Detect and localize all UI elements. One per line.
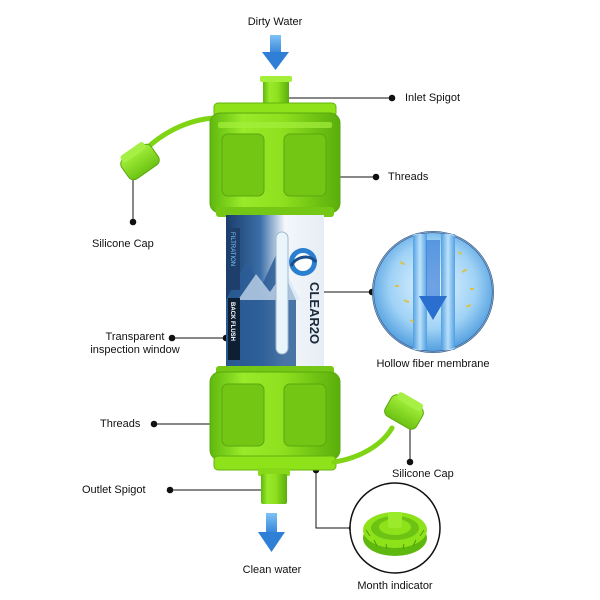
filter-body xyxy=(226,215,324,370)
flow-arrow-icon xyxy=(419,296,447,320)
dirty-water-label: Dirty Water xyxy=(247,16,303,28)
dirty-water-arrow-icon xyxy=(262,35,289,70)
silicone-cap-left xyxy=(120,115,217,181)
month-indicator-label: Month indicator xyxy=(357,580,433,592)
clean-water-arrow-icon xyxy=(258,513,285,552)
silicone-cap-left-label: Silicone Cap xyxy=(92,238,154,250)
top-housing xyxy=(209,102,341,217)
bottom-housing xyxy=(209,366,341,471)
transparent-window-label-line1: Transparent xyxy=(105,331,165,343)
inlet-spigot xyxy=(260,76,292,108)
back-flush-text: BACK FLUSH xyxy=(229,302,235,341)
transparent-window-label: Transparent inspection window xyxy=(70,331,200,357)
threads-bottom-label: Threads xyxy=(100,418,141,430)
transparent-window-label-line2: inspection window xyxy=(90,344,180,356)
threads-top-label: Threads xyxy=(388,171,429,183)
outlet-spigot xyxy=(258,468,290,504)
silicone-cap-right xyxy=(331,392,424,465)
filtration-text: FILTRATION xyxy=(229,232,235,266)
brand-logo-icon xyxy=(289,248,318,276)
brand-text: CLEAR2O xyxy=(307,282,322,344)
inlet-spigot-label: Inlet Spigot xyxy=(405,92,461,104)
month-indicator-inset xyxy=(349,482,441,574)
hollow-fiber-inset xyxy=(372,231,494,353)
hollow-fiber-label: Hollow fiber membrane xyxy=(376,358,490,370)
silicone-cap-right-label: Silicone Cap xyxy=(392,468,454,480)
outlet-spigot-label: Outlet Spigot xyxy=(82,484,146,496)
inspection-window xyxy=(275,231,289,355)
clean-water-label: Clean water xyxy=(242,564,302,576)
